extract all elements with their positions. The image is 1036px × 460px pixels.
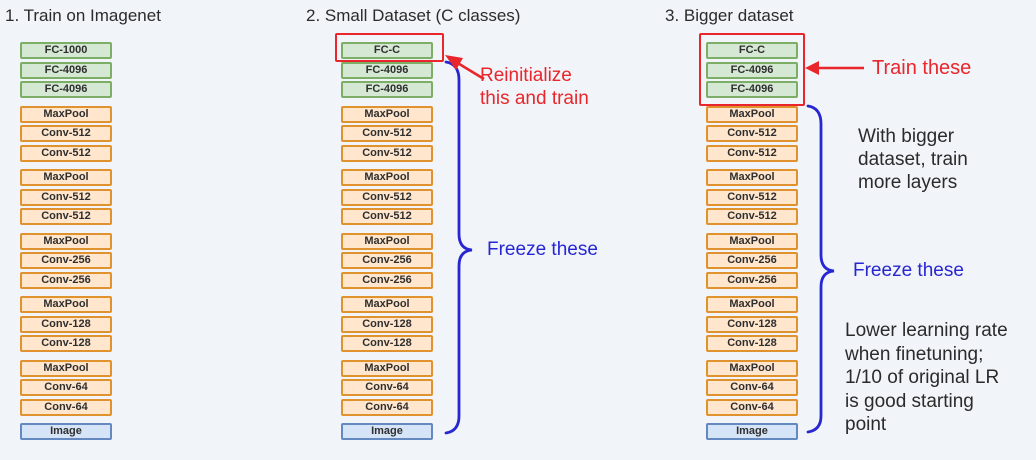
layer-box-conv-64: Conv-64 (706, 379, 798, 396)
layer-box-conv-128: Conv-128 (341, 315, 433, 333)
layer-box-fc-1000: FC-1000 (20, 42, 112, 59)
layer-box-conv-512: Conv-512 (706, 188, 798, 206)
layer-box-conv-64: Conv-64 (341, 379, 433, 396)
layer-box-maxpool: MaxPool (341, 232, 433, 250)
layer-box-maxpool: MaxPool (341, 105, 433, 123)
column-title-train-imagenet: 1. Train on Imagenet (5, 6, 161, 25)
layer-box-conv-64: Conv-64 (20, 379, 112, 396)
layer-box-maxpool: MaxPool (20, 296, 112, 313)
layer-box-fc-4096: FC-4096 (20, 81, 112, 98)
layer-box-maxpool: MaxPool (341, 296, 433, 313)
layer-box-fc-c: FC-C (706, 42, 798, 59)
layer-box-fc-4096: FC-4096 (341, 81, 433, 98)
layer-box-conv-512: Conv-512 (20, 208, 112, 225)
train-these-note: Train these (872, 57, 972, 79)
layer-box-conv-512: Conv-512 (706, 208, 798, 225)
reinitialize-arrow (445, 55, 485, 81)
layer-box-conv-512: Conv-512 (341, 208, 433, 225)
layer-box-fc-4096: FC-4096 (706, 61, 798, 79)
bigger-dataset-note: With bigger dataset, train more layers (858, 126, 968, 193)
layer-box-conv-256: Conv-256 (20, 252, 112, 269)
column-title-bigger-dataset: 3. Bigger dataset (665, 6, 794, 25)
layer-box-maxpool: MaxPool (20, 359, 112, 377)
layer-box-maxpool: MaxPool (341, 359, 433, 377)
reinitialize-highlight-box (335, 33, 444, 62)
layer-box-conv-512: Conv-512 (341, 144, 433, 162)
layer-box-conv-64: Conv-64 (20, 398, 112, 416)
freeze-note-column2: Freeze these (487, 239, 598, 260)
train-these-arrow (805, 61, 864, 75)
train-highlight-box (699, 33, 805, 106)
layer-box-maxpool: MaxPool (706, 359, 798, 377)
layer-box-maxpool: MaxPool (20, 169, 112, 186)
layer-box-conv-128: Conv-128 (341, 335, 433, 352)
layer-box-image: Image (20, 423, 112, 440)
layer-box-conv-256: Conv-256 (706, 271, 798, 289)
column-title-small-dataset: 2. Small Dataset (C classes) (306, 6, 521, 25)
layer-box-conv-512: Conv-512 (706, 144, 798, 162)
layer-box-fc-4096: FC-4096 (20, 61, 112, 79)
layer-box-image: Image (706, 423, 798, 440)
layer-box-conv-128: Conv-128 (20, 315, 112, 333)
freeze-note-column3: Freeze these (853, 260, 964, 281)
layer-box-conv-512: Conv-512 (341, 188, 433, 206)
freeze-brace-column3 (806, 104, 835, 434)
layer-box-conv-512: Conv-512 (20, 125, 112, 142)
layer-box-conv-512: Conv-512 (20, 144, 112, 162)
layer-box-maxpool: MaxPool (706, 169, 798, 186)
layer-box-maxpool: MaxPool (706, 105, 798, 123)
layer-box-conv-512: Conv-512 (706, 125, 798, 142)
layer-box-conv-128: Conv-128 (706, 315, 798, 333)
layer-box-fc-c: FC-C (341, 42, 433, 59)
layer-box-conv-128: Conv-128 (20, 335, 112, 352)
layer-box-conv-256: Conv-256 (341, 271, 433, 289)
layer-box-maxpool: MaxPool (341, 169, 433, 186)
layer-box-conv-128: Conv-128 (706, 335, 798, 352)
layer-box-conv-64: Conv-64 (341, 398, 433, 416)
layer-group: Image (341, 423, 433, 440)
learning-rate-note: Lower learning rate when finetuning; 1/1… (845, 320, 1008, 435)
layer-box-maxpool: MaxPool (20, 105, 112, 123)
layer-box-fc-4096: FC-4096 (706, 81, 798, 98)
layer-box-maxpool: MaxPool (706, 232, 798, 250)
layer-box-conv-512: Conv-512 (341, 125, 433, 142)
layer-box-conv-256: Conv-256 (20, 271, 112, 289)
layer-group: Image (20, 423, 112, 440)
layer-box-conv-64: Conv-64 (706, 398, 798, 416)
reinitialize-note: Reinitialize this and train (480, 65, 589, 109)
layer-box-maxpool: MaxPool (20, 232, 112, 250)
layer-box-conv-256: Conv-256 (341, 252, 433, 269)
layer-group: Image (706, 423, 798, 440)
layer-box-image: Image (341, 423, 433, 440)
layer-box-conv-512: Conv-512 (20, 188, 112, 206)
layer-box-fc-4096: FC-4096 (341, 61, 433, 79)
layer-box-maxpool: MaxPool (706, 296, 798, 313)
layer-box-conv-256: Conv-256 (706, 252, 798, 269)
freeze-brace-column2 (444, 60, 473, 435)
